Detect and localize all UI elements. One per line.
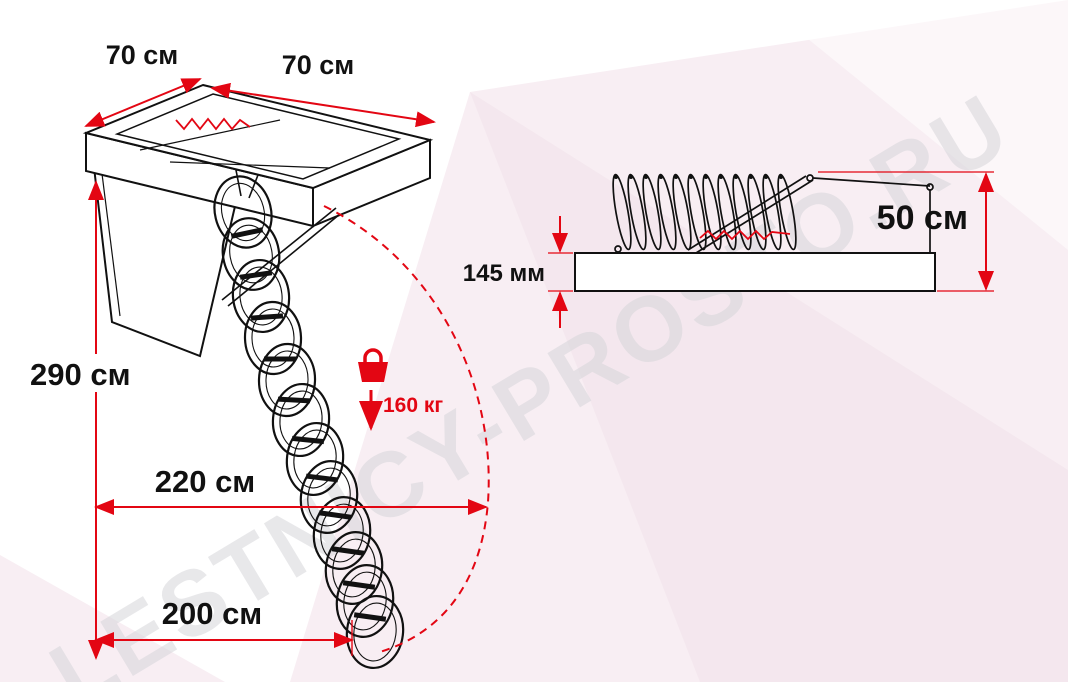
max-load-label: 160 кг: [383, 394, 443, 417]
dim-floor-distance-label: 200 см: [162, 596, 263, 631]
hatch-lid-board: [574, 252, 936, 292]
dim-ceiling-height-label: 290 см: [30, 357, 131, 392]
dim-swing-clearance-label: 220 см: [155, 464, 256, 499]
dim-box-thickness-label: 145 мм: [463, 260, 545, 287]
max-load: 160 кг: [358, 348, 443, 431]
mechanism-hinge-dots: [614, 175, 783, 179]
dim-folded-height: 50 см: [818, 171, 994, 292]
swing-trajectory: [323, 205, 490, 653]
dim-swing-clearance: 220 см: [94, 464, 488, 515]
folded-mechanism: [612, 173, 934, 254]
weight-icon: [358, 348, 388, 382]
ladder-loops-inner: [220, 182, 397, 662]
dim-box-thickness: 145 мм: [463, 216, 573, 328]
dim-hatch-length-label: 70 см: [282, 50, 355, 80]
dim-ceiling-height: 290 см: [22, 180, 148, 660]
dim-hatch-width-label: 70 см: [106, 40, 179, 70]
dim-folded-height-label: 50 см: [877, 199, 968, 237]
dim-floor-distance: 200 см: [94, 596, 354, 656]
ladder-loops: [213, 175, 405, 669]
spring-right: [699, 229, 791, 241]
ladder-steps: [230, 227, 387, 622]
dim-hatch-length: 70 см: [210, 50, 436, 128]
dim-hatch-width: 70 см: [84, 40, 202, 127]
